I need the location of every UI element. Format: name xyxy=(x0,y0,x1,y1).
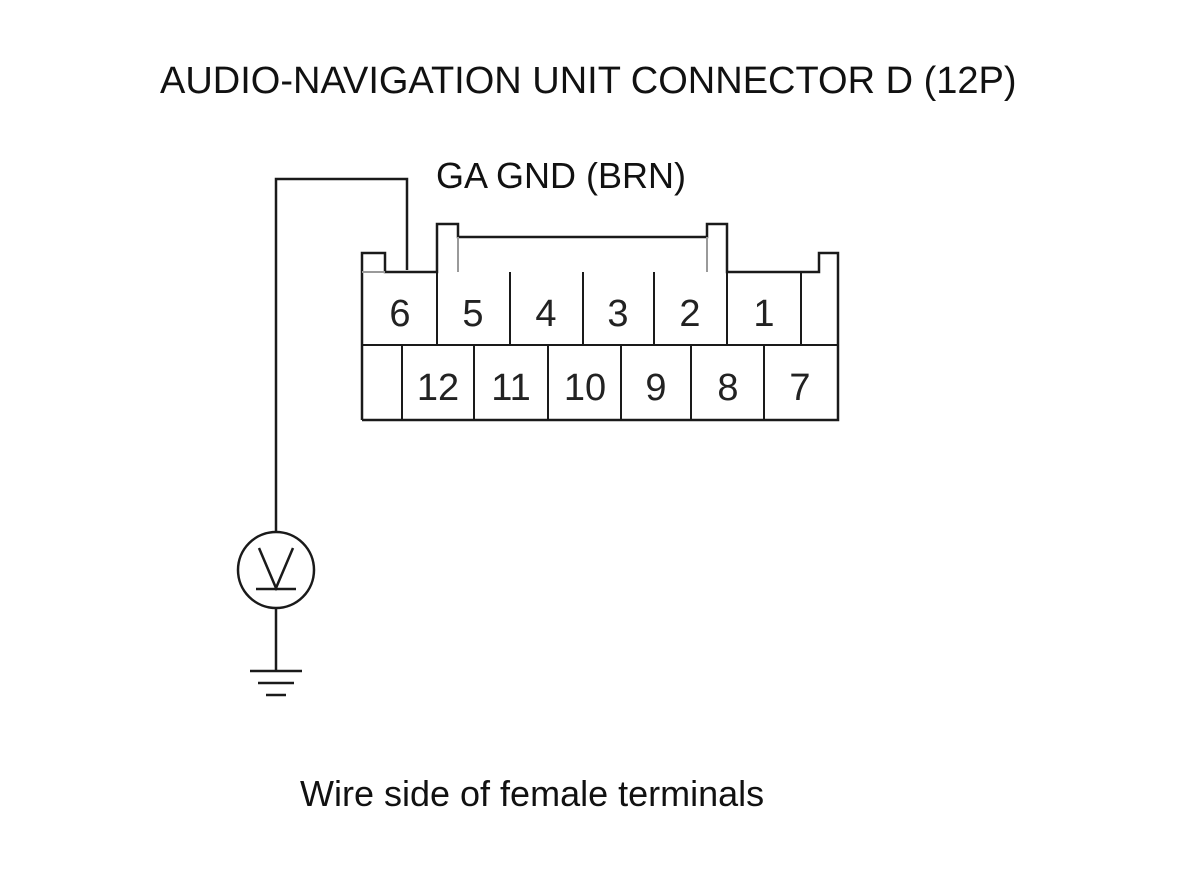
connector-housing xyxy=(360,222,840,422)
pin-11: 11 xyxy=(491,367,530,409)
connector-bottom-row: 12 11 10 9 8 7 xyxy=(417,367,811,409)
pin-2: 2 xyxy=(679,293,700,335)
ground-wire xyxy=(274,177,409,532)
pin-7: 7 xyxy=(789,367,810,409)
voltmeter-icon xyxy=(236,530,316,610)
pin-8: 8 xyxy=(717,367,738,409)
connector-top-row: 6 5 4 3 2 1 xyxy=(389,293,774,335)
pin-10: 10 xyxy=(564,367,606,409)
pin-9: 9 xyxy=(645,367,666,409)
pin-4: 4 xyxy=(535,293,556,335)
pin-12: 12 xyxy=(417,367,459,409)
pin-5: 5 xyxy=(462,293,483,335)
pin-1: 1 xyxy=(753,293,774,335)
diagram-caption: Wire side of female terminals xyxy=(300,773,764,814)
wire-label: GA GND (BRN) xyxy=(436,155,686,196)
diagram-title: AUDIO-NAVIGATION UNIT CONNECTOR D (12P) xyxy=(160,60,1016,102)
pin-3: 3 xyxy=(607,293,628,335)
pin-6: 6 xyxy=(389,293,410,335)
ground-icon xyxy=(250,669,302,697)
